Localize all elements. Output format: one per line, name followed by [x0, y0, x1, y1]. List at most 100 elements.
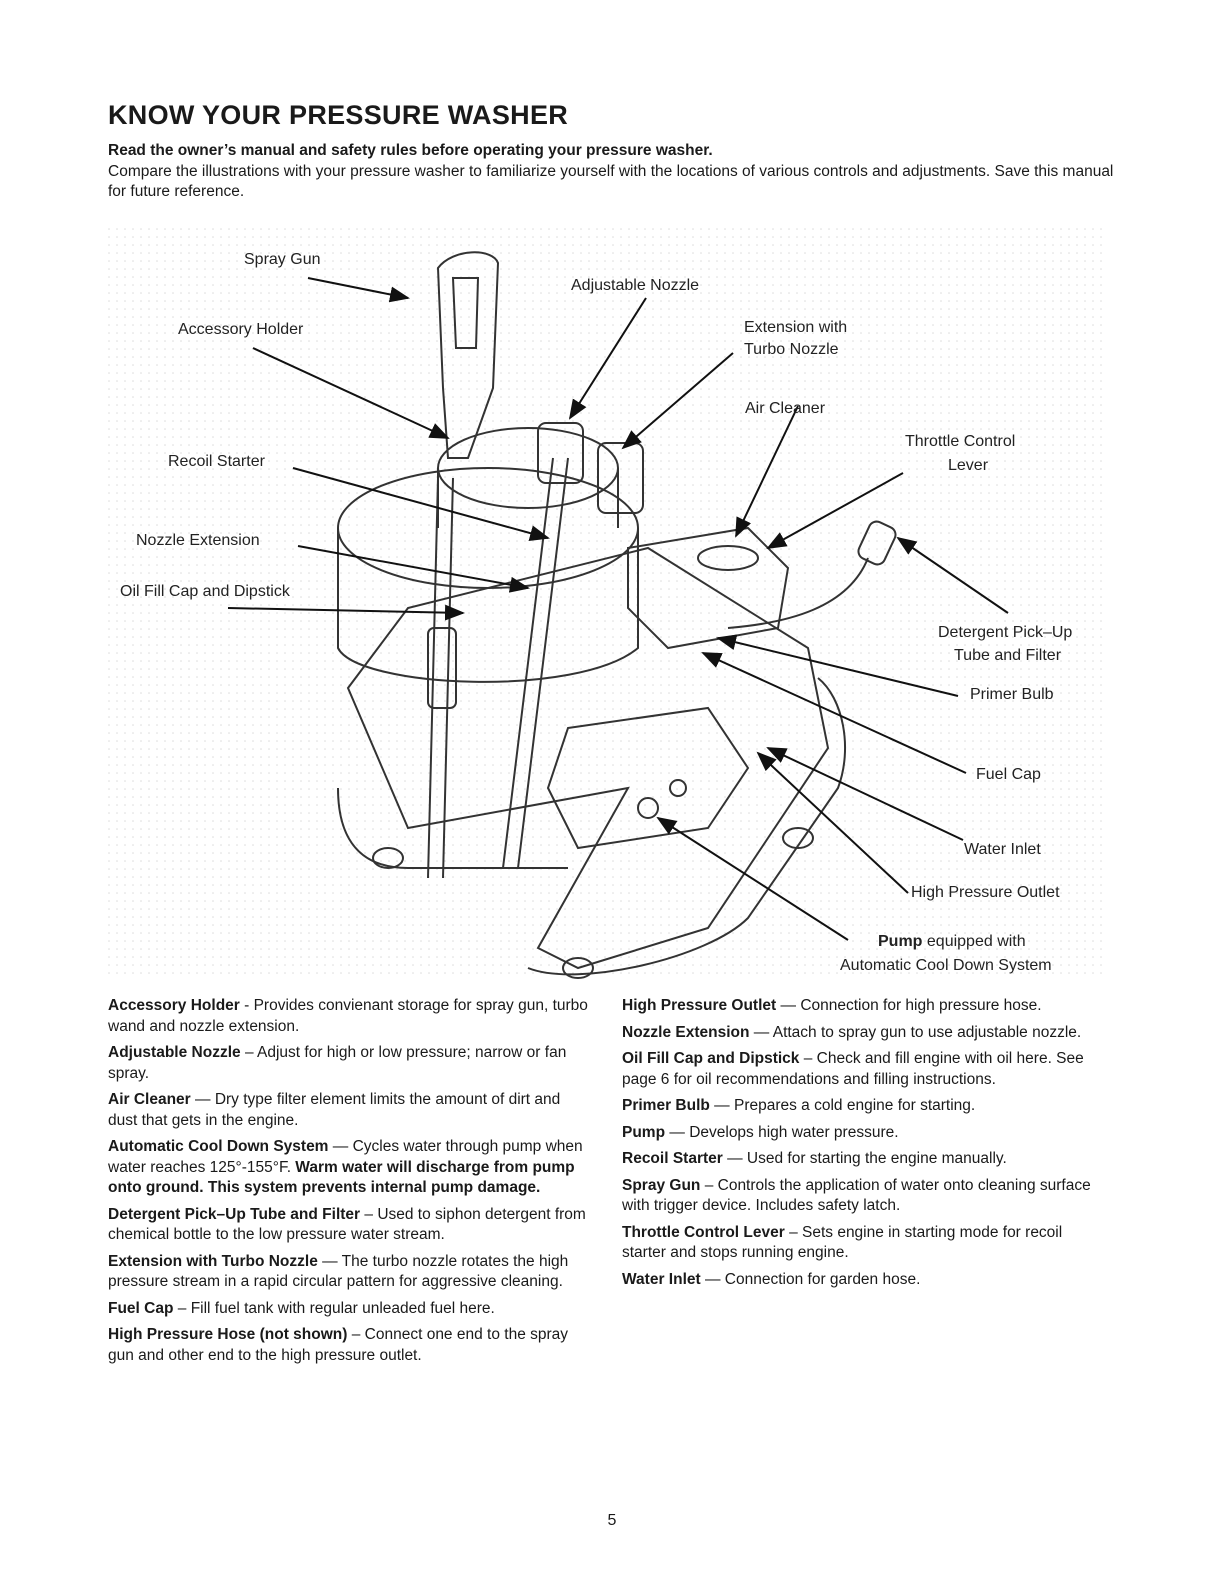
definition-sep: –	[799, 1050, 817, 1067]
definition-sep: –	[784, 1223, 802, 1241]
label-spray-gun: Spray Gun	[244, 251, 321, 268]
definition-sep: —	[328, 1138, 353, 1155]
definition-oil-fill: Oil Fill Cap and Dipstick – Check and fi…	[622, 1049, 1106, 1090]
definition-term: Oil Fill Cap and Dipstick	[622, 1050, 800, 1067]
definitions-right-column: High Pressure Outlet — Connection for hi…	[622, 996, 1106, 1296]
definition-term: Spray Gun	[622, 1176, 701, 1194]
label-accessory-holder: Accessory Holder	[178, 321, 304, 338]
label-pump-bold: Pump	[878, 933, 923, 950]
definition-desc: Dry type filter element limits the amoun…	[108, 1091, 561, 1129]
definition-desc: Connection for garden hose.	[724, 1270, 921, 1288]
definition-fuel-cap: Fuel Cap – Fill fuel tank with regular u…	[108, 1299, 590, 1320]
definition-term: Adjustable Nozzle	[108, 1044, 241, 1061]
definition-term: High Pressure Outlet	[622, 997, 777, 1014]
definition-desc: Fill fuel tank with regular unleaded fue…	[190, 1299, 495, 1317]
label-detergent-line1: Detergent Pick–Up	[938, 624, 1073, 641]
label-pump-line2: Automatic Cool Down System	[840, 957, 1052, 974]
label-nozzle-extension: Nozzle Extension	[136, 532, 260, 549]
leader-lines	[227, 277, 1009, 941]
definition-desc: Develops high water pressure.	[689, 1123, 899, 1141]
definition-detergent-pickup: Detergent Pick–Up Tube and Filter – Used…	[108, 1205, 590, 1246]
definition-term: Automatic Cool Down System	[108, 1138, 329, 1155]
definition-desc: Prepares a cold engine for starting.	[733, 1097, 976, 1114]
page-title: KNOW YOUR PRESSURE WASHER	[108, 100, 569, 130]
definition-accessory-holder: Accessory Holder - Provides convienant s…	[108, 996, 590, 1037]
definition-sep: —	[776, 997, 801, 1014]
label-primer-bulb: Primer Bulb	[970, 686, 1054, 703]
definition-term: Pump	[622, 1123, 666, 1141]
pressure-washer-diagram: Spray Gun Adjustable Nozzle Accessory Ho…	[108, 228, 1108, 980]
definition-desc: Sets engine in starting mode for recoil …	[622, 1223, 1063, 1262]
definition-sep: –	[240, 1044, 258, 1061]
definitions-left-column: Accessory Holder - Provides convienant s…	[108, 996, 590, 1372]
definition-sep: —	[709, 1097, 734, 1114]
page-number: 5	[607, 1512, 617, 1529]
definition-sep: —	[317, 1252, 342, 1270]
definition-pump: Pump — Develops high water pressure.	[622, 1123, 1106, 1144]
machine-drawing	[337, 251, 897, 979]
definition-water-inlet: Water Inlet — Connection for garden hose…	[622, 1270, 1106, 1291]
definition-term: Throttle Control Lever	[622, 1223, 785, 1241]
definition-automatic-cool-down: Automatic Cool Down System — Cycles wate…	[108, 1137, 590, 1199]
definition-term: Detergent Pick–Up Tube and Filter	[108, 1205, 361, 1223]
definition-sep: -	[239, 997, 254, 1014]
definition-term: High Pressure Hose (not shown)	[108, 1326, 348, 1343]
definition-sep: –	[360, 1205, 378, 1223]
definition-desc: Adjust for high or low pressure; narrow …	[108, 1044, 567, 1082]
definition-desc: Connect one end to the spray gun and oth…	[108, 1326, 569, 1364]
label-detergent-line2: Tube and Filter	[954, 647, 1062, 664]
label-throttle-line1: Throttle Control	[905, 433, 1016, 450]
definition-term: Fuel Cap	[108, 1299, 174, 1317]
definition-desc: Used to siphon detergent from chemical b…	[108, 1205, 586, 1244]
label-adjustable-nozzle: Adjustable Nozzle	[571, 277, 700, 294]
definition-desc: Controls the application of water onto c…	[622, 1176, 1091, 1215]
definition-high-pressure-outlet: High Pressure Outlet — Connection for hi…	[622, 996, 1106, 1017]
label-pump: Pump equipped with	[878, 932, 1026, 952]
label-pump-rest: equipped with	[922, 933, 1026, 950]
definition-adjustable-nozzle: Adjustable Nozzle – Adjust for high or l…	[108, 1043, 590, 1084]
label-throttle-line2: Lever	[948, 457, 989, 474]
definition-warning: Warm water will discharge from pump onto…	[108, 1158, 575, 1197]
definition-desc: Used for starting the engine manually.	[746, 1150, 1007, 1167]
definition-desc: The turbo nozzle rotates the high pressu…	[108, 1252, 569, 1291]
definition-sep: —	[700, 1270, 725, 1288]
definition-term: Accessory Holder	[108, 997, 240, 1014]
label-extension-line2: Turbo Nozzle	[744, 341, 839, 358]
definition-sep: –	[173, 1299, 191, 1317]
definition-term: Recoil Starter	[622, 1150, 723, 1167]
definition-extension-turbo: Extension with Turbo Nozzle — The turbo …	[108, 1252, 590, 1293]
definition-sep: —	[749, 1023, 773, 1041]
definition-term: Water Inlet	[622, 1270, 701, 1288]
definition-air-cleaner: Air Cleaner — Dry type filter element li…	[108, 1090, 590, 1131]
definition-sep: –	[347, 1326, 365, 1343]
definition-primer-bulb: Primer Bulb — Prepares a cold engine for…	[622, 1096, 1106, 1117]
definition-desc: Attach to spray gun to use adjustable no…	[772, 1023, 1082, 1041]
intro-text: Compare the illustrations with your pres…	[108, 163, 1114, 200]
intro-warning: Read the owner’s manual and safety rules…	[108, 142, 713, 159]
definition-sep: —	[665, 1123, 690, 1141]
definition-term: Nozzle Extension	[622, 1023, 750, 1041]
pressure-washer-illustration	[108, 228, 1108, 980]
definition-recoil-starter: Recoil Starter — Used for starting the e…	[622, 1149, 1106, 1170]
definition-sep: –	[700, 1176, 718, 1194]
label-oil-fill: Oil Fill Cap and Dipstick	[120, 583, 290, 600]
definition-desc: Cycles water through pump when water rea…	[108, 1138, 583, 1176]
definition-spray-gun: Spray Gun – Controls the application of …	[622, 1176, 1106, 1217]
definition-desc: Check and fill engine with oil here. See…	[622, 1050, 1084, 1088]
label-water-inlet: Water Inlet	[964, 841, 1041, 858]
definition-desc: Connection for high pressure hose.	[800, 997, 1042, 1014]
label-fuel-cap: Fuel Cap	[976, 766, 1041, 783]
definition-sep: —	[722, 1150, 747, 1167]
label-high-pressure-outlet: High Pressure Outlet	[911, 884, 1060, 901]
definition-throttle-lever: Throttle Control Lever – Sets engine in …	[622, 1223, 1106, 1264]
definition-term: Primer Bulb	[622, 1097, 710, 1114]
label-extension-line1: Extension with	[744, 319, 848, 336]
definition-sep: —	[190, 1091, 215, 1108]
definition-term: Extension with Turbo Nozzle	[108, 1252, 318, 1270]
definition-desc: Provides convienant storage for spray gu…	[108, 997, 588, 1035]
definition-term: Air Cleaner	[108, 1091, 191, 1108]
label-recoil-starter: Recoil Starter	[168, 453, 265, 470]
definition-nozzle-extension: Nozzle Extension — Attach to spray gun t…	[622, 1023, 1106, 1044]
definition-high-pressure-hose: High Pressure Hose (not shown) – Connect…	[108, 1325, 590, 1366]
label-air-cleaner: Air Cleaner	[745, 400, 826, 417]
